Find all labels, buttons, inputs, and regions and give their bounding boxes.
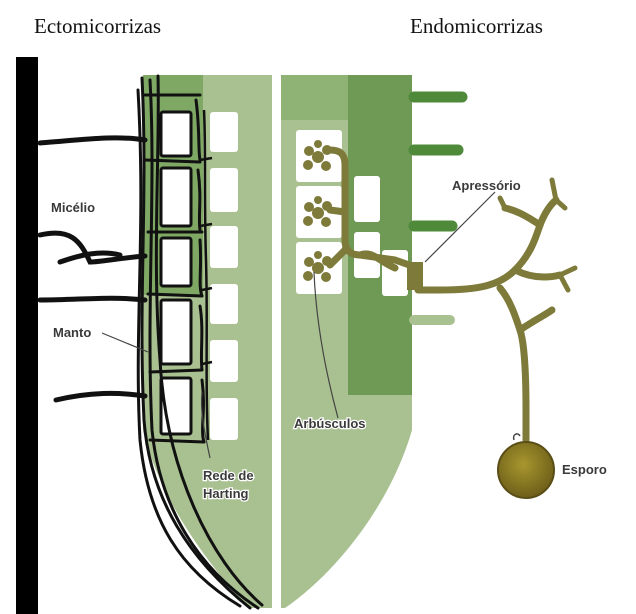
endo-surface-hyphae (414, 97, 462, 226)
spore-hook (514, 434, 520, 440)
micelio-label: Micélio (51, 200, 95, 215)
appressorium (407, 262, 423, 290)
ecto-external-mycelium (40, 138, 145, 400)
endo-root-top-zone (281, 75, 348, 120)
rede-harting-label-line1: Rede de (203, 468, 254, 483)
apressorio-label: Apressório (452, 178, 521, 193)
image-left-border (16, 57, 38, 614)
arbusculos-label: Arbúsculos (294, 416, 366, 431)
esporo-label: Esporo (562, 462, 607, 477)
spore (498, 442, 554, 498)
manto-label: Manto (53, 325, 91, 340)
rede-harting-label-line2: Harting (203, 486, 249, 501)
